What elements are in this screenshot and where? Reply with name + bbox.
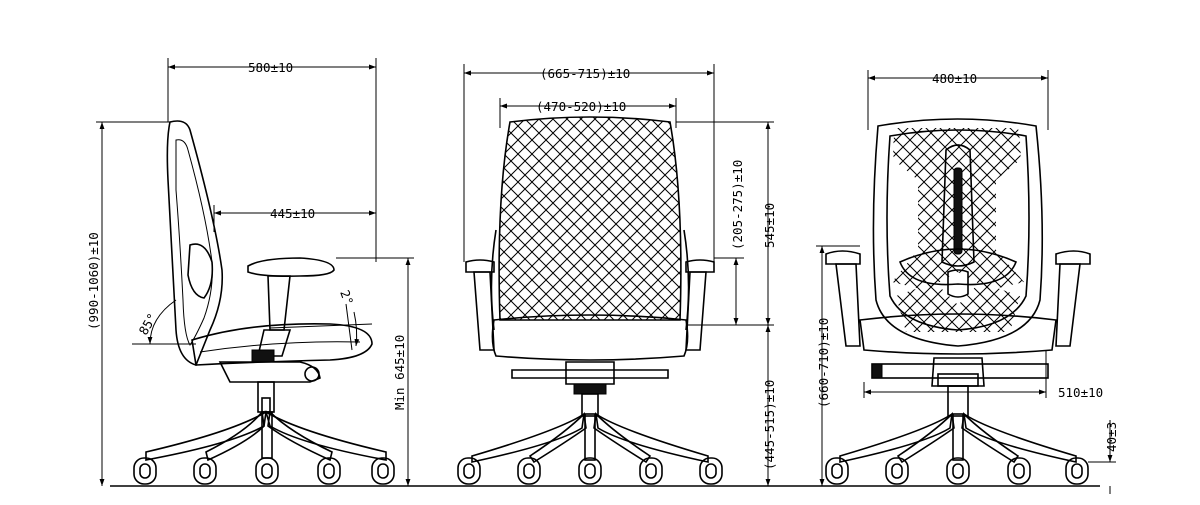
side-dimensions [96,58,414,486]
side-recline-label: 85° [136,310,160,337]
side-seat-height-label: Min 645±10 [392,335,407,410]
back-view: 480±10 (660-710)±10 510±10 40±3 [816,70,1119,494]
side-tilt-label: 2° [337,288,356,307]
back-arm-floor-label: (660-710)±10 [816,318,831,408]
side-depth-label: 580±10 [248,60,293,75]
side-chair-outline [133,120,395,485]
front-seat-floor-label: (445-515)±10 [762,380,777,470]
front-view: (665-715)±10 (470-520)±10 (205-275)±10 5… [457,64,777,486]
side-height-label: (990-1060)±10 [86,232,101,330]
side-arm-depth-label: 445±10 [270,206,315,221]
back-seat-width-label: 510±10 [1058,385,1103,400]
front-back-height-label: 545±10 [762,203,777,248]
front-dimensions [463,64,774,486]
front-back-mesh [499,117,681,320]
front-chair-outline [457,116,723,485]
back-caster-label: 40±3 [1104,422,1119,452]
back-width-label: 480±10 [932,71,977,86]
front-arm-height-label: (205-275)±10 [730,160,745,250]
front-overall-width-label: (665-715)±10 [540,66,630,81]
back-dimensions [816,70,1116,494]
back-lower-mesh [896,282,1020,332]
side-view: 580±10 445±10 (990-1060)±10 Min 645±10 8… [86,58,414,486]
front-back-width-label: (470-520)±10 [536,99,626,114]
back-chair-outline [825,118,1091,485]
